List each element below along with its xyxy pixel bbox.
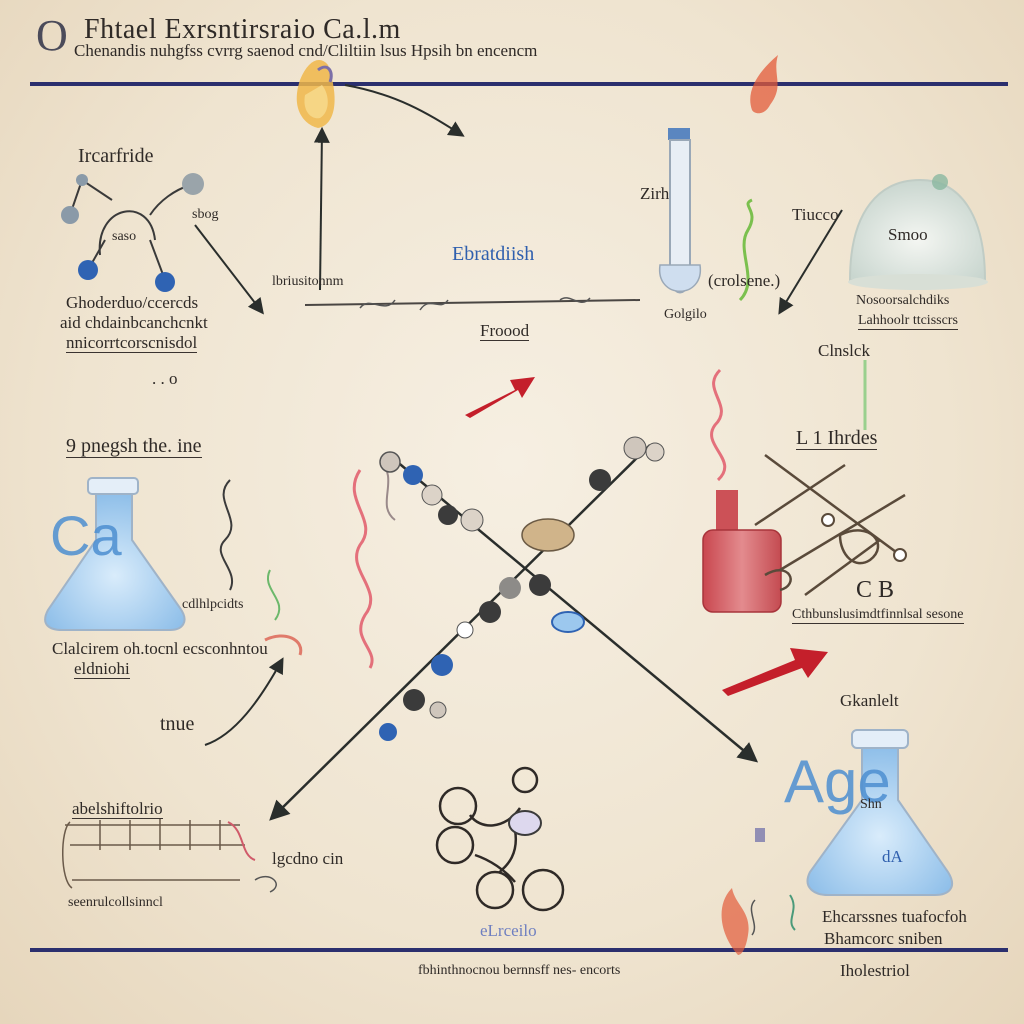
- label-bottom-center: eLrceilo: [480, 921, 537, 940]
- label-top-left-atom: sbog: [192, 207, 219, 222]
- top-pipe: [304, 299, 641, 306]
- bell-jar-icon: [848, 174, 988, 290]
- header-logo: O: [36, 11, 68, 60]
- label-bottom-left-title: abelshiftolrio: [72, 799, 163, 819]
- label-top-left-desc-1: Ghoderduo/ccercds: [66, 293, 199, 312]
- label-left-mid-title: 9 pnegsh the. ine: [66, 435, 202, 458]
- ring-molecule: [435, 766, 565, 912]
- label-top-right-bell: Smoo: [888, 225, 928, 244]
- label-top-left-desc-3: nnicorrtcorscnisdol: [66, 333, 198, 353]
- label-tube-bottom: Golgilo: [664, 307, 707, 322]
- label-flask-left-desc-1: Clalcirem oh.tocnl ecsconhntou: [52, 639, 268, 658]
- label-bottom-left-desc: seenrulcollsinncl: [68, 895, 163, 910]
- label-bottom-left-side: lgcdno cin: [272, 849, 344, 868]
- central-molecule: [269, 436, 759, 821]
- scale-sketch: [62, 818, 245, 889]
- label-top-right-title: Tiucco: [792, 205, 839, 224]
- top-flame-icon: [296, 60, 335, 128]
- top-right-arrow: [778, 209, 843, 315]
- flame-icon-bottom: [721, 888, 749, 955]
- label-center-top-sub: Froood: [480, 321, 530, 341]
- right-lattice: [754, 453, 906, 597]
- left-flask-icon: [44, 477, 186, 631]
- test-tube-icon: [659, 128, 701, 294]
- red-arrow-bottom: [722, 648, 828, 696]
- label-top-right-desc-1: Nosoorsalchdiks: [856, 293, 950, 308]
- page-title: Fhtael Exrsntirsraio Ca.l.m: [84, 14, 401, 45]
- label-left-arrow: tnue: [160, 713, 195, 735]
- label-tube-side: (crolsene.): [708, 271, 781, 290]
- flame-icon-top-right: [750, 55, 778, 114]
- label-misc-dots: . . o: [152, 369, 178, 388]
- left-curve-arrow: [204, 657, 284, 746]
- label-flask-right-bottom: dA: [882, 847, 903, 866]
- red-arrow-top: [465, 377, 535, 418]
- label-right-mid-title: Clnslck: [818, 341, 870, 360]
- label-top-pipe-left: lbriusitonnm: [272, 274, 344, 289]
- label-bottom-right-desc-2: Bhamcorc sniben: [824, 929, 943, 948]
- label-center-top-title: Ebratdiish: [452, 243, 535, 265]
- red-jar-icon: [702, 490, 782, 613]
- top-curve-arrow: [344, 84, 465, 137]
- label-top-left-title: Ircarfride: [78, 145, 154, 167]
- footer-center-text: fbhinthnocnou bernnsff nes- encorts: [418, 963, 621, 978]
- label-jar-desc: Cthbunslusimdtfinnlsal sesone: [792, 607, 964, 624]
- label-tube: Zirh: [640, 184, 670, 203]
- label-right-mid: L 1 Ihrdes: [796, 427, 878, 450]
- top-left-arrow: [194, 224, 264, 315]
- label-flask-right-letters: Age: [784, 748, 891, 815]
- label-flask-left-letters: Ca: [50, 504, 122, 567]
- label-top-left-molecule: saso: [112, 229, 137, 244]
- label-flask-right-inner: Shn: [860, 797, 882, 812]
- label-top-left-desc-2: aid chdainbcanchcnkt: [60, 313, 208, 332]
- label-top-right-desc-2: Lahhoolr ttcisscrs: [858, 313, 958, 330]
- label-jar-letters: C B: [856, 577, 895, 603]
- page-subtitle: Chenandis nuhgfss cvrrg saenod cnd/Clilt…: [74, 41, 538, 60]
- label-bottom-right-title: Gkanlelt: [840, 691, 899, 710]
- label-flask-left-desc-2: eldniohi: [74, 659, 130, 679]
- label-bottom-right-desc-1: Ehcarssnes tuafocfoh: [822, 907, 967, 926]
- label-flask-left-side: cdlhlpcidts: [182, 597, 244, 612]
- up-arrow: [313, 126, 330, 291]
- right-flask-icon: [806, 729, 954, 896]
- footer-right-text: Iholestriol: [840, 961, 910, 980]
